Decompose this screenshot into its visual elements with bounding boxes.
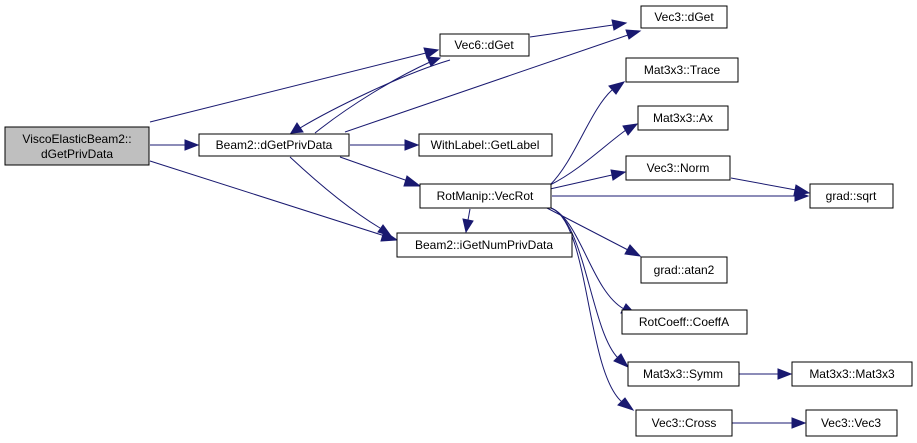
edge-viscoelastic-to-beam2-igetnumprivdata [149, 160, 399, 242]
node-box [625, 57, 739, 83]
node-box [809, 183, 894, 209]
edge-vec6-dget-to-beam2-dgetprivdata [290, 59, 451, 134]
edge-rotmanip-to-mat3x3-symm [547, 206, 630, 369]
node-box [621, 309, 748, 335]
node-box [396, 232, 573, 258]
node-box [627, 361, 740, 387]
node-label-line1: ViscoElasticBeam2:: [22, 132, 131, 146]
node-beam2-igetnumprivdata[interactable]: Beam2::iGetNumPrivData [396, 232, 573, 258]
edge-vec3-cross-to-vec3-vec3 [732, 417, 807, 429]
node-vec3-vec3[interactable]: Vec3::Vec3 [805, 409, 898, 437]
node-label: Vec3::Cross [652, 416, 717, 430]
node-label: Mat3x3::Mat3x3 [809, 367, 895, 381]
node-box [625, 155, 731, 181]
node-box [198, 133, 350, 157]
edge-rotmanip-to-vec3-norm [549, 169, 627, 190]
node-box [640, 5, 728, 29]
edge-rotmanip-to-rotcoeff-coeffa [547, 206, 638, 316]
node-box [637, 105, 729, 131]
edge-viscoelastic-to-beam2-dgetprivdata [150, 139, 200, 151]
node-label-line2: dGetPrivData [41, 147, 113, 161]
node-grad-atan2[interactable]: grad::atan2 [640, 256, 728, 284]
edge-beam2-dgetprivdata-to-vec3-dget [344, 29, 642, 133]
edge-beam2-dgetprivdata-to-vec6-dget [314, 56, 442, 134]
node-label: Mat3x3::Trace [644, 63, 721, 77]
node-label: grad::sqrt [826, 189, 877, 203]
node-label: Vec6::dGet [454, 38, 514, 52]
node-rotcoeff-coeffa[interactable]: RotCoeff::CoeffA [621, 309, 748, 335]
node-grad-sqrt[interactable]: grad::sqrt [809, 183, 894, 209]
node-vec3-norm[interactable]: Vec3::Norm [625, 155, 731, 181]
node-label: Mat3x3::Ax [653, 111, 713, 125]
node-box [805, 409, 898, 437]
node-label: Vec3::Norm [647, 161, 710, 175]
node-vec6-dget[interactable]: Vec6::dGet [439, 33, 530, 57]
edge-rotmanip-to-mat3x3-trace [549, 81, 626, 186]
edge-beam2-dgetprivdata-to-rotmanip [339, 156, 422, 187]
edge-rotmanip-to-grad-atan2 [544, 206, 642, 257]
node-label: Vec3::Vec3 [821, 416, 881, 430]
node-label: WithLabel::GetLabel [431, 138, 540, 152]
node-mat3x3-ax[interactable]: Mat3x3::Ax [637, 105, 729, 131]
node-vec3-cross[interactable]: Vec3::Cross [635, 409, 733, 437]
edge-vec6-dget-to-vec3-dget [529, 19, 628, 38]
node-box [439, 33, 530, 57]
edge-beam2-dgetprivdata-to-beam2-igetnumprivdata [289, 156, 393, 237]
edge-beam2-dgetprivdata-to-withlabel [350, 139, 420, 151]
node-label: Vec3::dGet [654, 10, 714, 24]
node-box [640, 256, 728, 284]
node-label: grad::atan2 [654, 263, 715, 277]
edge-rotmanip-to-vec3-cross [547, 206, 635, 411]
node-mat3x3-symm[interactable]: Mat3x3::Symm [627, 361, 740, 387]
node-withlabel-getlabel[interactable]: WithLabel::GetLabel [418, 133, 553, 157]
node-box [791, 361, 913, 387]
edge-rotmanip-to-beam2-igetnumprivdata [462, 208, 474, 234]
node-mat3x3-mat3x3[interactable]: Mat3x3::Mat3x3 [791, 361, 913, 387]
node-box [4, 126, 150, 166]
node-box [635, 409, 733, 437]
call-edges [149, 19, 811, 429]
edge-mat3x3-symm-to-mat3x3-mat3x3 [739, 368, 793, 380]
node-viscoelasticbeam2-dgetprivdata[interactable]: ViscoElasticBeam2:: dGetPrivData [4, 126, 150, 166]
node-box [419, 183, 552, 209]
node-rotmanip-vecrot[interactable]: RotManip::VecRot [419, 183, 552, 209]
node-beam2-dgetprivdata[interactable]: Beam2::dGetPrivData [198, 133, 350, 157]
node-box [418, 133, 553, 157]
edge-rotmanip-to-mat3x3-ax [549, 123, 639, 186]
edge-vec3-norm-to-grad-sqrt [730, 177, 811, 196]
node-label: RotCoeff::CoeffA [639, 315, 729, 329]
edge-viscoelastic-to-vec6-dget [149, 47, 440, 123]
node-mat3x3-trace[interactable]: Mat3x3::Trace [625, 57, 739, 83]
edge-rotmanip-to-grad-sqrt [552, 190, 810, 202]
node-label: RotManip::VecRot [437, 189, 534, 203]
node-label: Mat3x3::Symm [643, 367, 723, 381]
node-label: Beam2::dGetPrivData [216, 138, 333, 152]
node-vec3-dget[interactable]: Vec3::dGet [640, 5, 728, 29]
node-label: Beam2::iGetNumPrivData [415, 238, 553, 252]
